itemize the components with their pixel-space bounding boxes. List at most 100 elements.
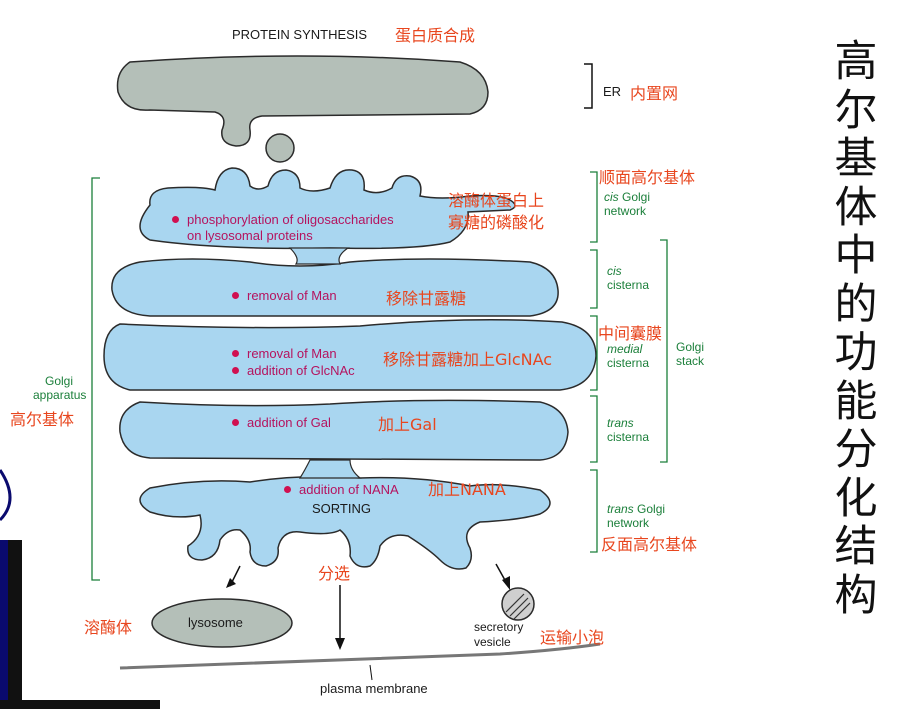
golgi-apparatus-line2: apparatus — [33, 388, 87, 402]
plasma-membrane-label: plasma membrane — [320, 681, 428, 696]
golgi-apparatus-label: Golgi apparatus — [33, 374, 87, 402]
arrowhead-lysosome — [226, 578, 236, 588]
secretory-line2: vesicle — [474, 635, 511, 649]
process-1-cn: 溶酶体蛋白上 寡糖的磷酸化 — [448, 190, 544, 234]
process-addition-gal: addition of Gal — [232, 415, 331, 430]
plasma-membrane-line — [119, 642, 601, 670]
stalk-1 — [288, 247, 350, 265]
medial-italic: medial — [607, 342, 643, 356]
process-1-cn-line2: 寡糖的磷酸化 — [448, 213, 545, 232]
process-3-cn: 移除甘露糖加上GlcNAc — [383, 350, 553, 369]
trans-network-bracket — [590, 469, 598, 553]
side-title-char: 能 — [834, 376, 878, 427]
side-title-char: 高 — [834, 37, 878, 87]
secretory-vesicle-label: secretory vesicle — [474, 620, 523, 650]
trans-network-line1: Golgi — [633, 502, 666, 516]
medial-cisterna-label: medial cisterna — [607, 342, 649, 370]
cis-golgi-network — [139, 167, 516, 250]
stalk-2 — [298, 459, 362, 479]
er-label: ER — [603, 84, 622, 99]
golgi-stack-label: Golgi stack — [676, 340, 704, 368]
side-title-char: 功 — [834, 328, 878, 378]
side-title-char: 体 — [834, 182, 878, 233]
process-5-cn: 加上NANA — [428, 480, 506, 499]
side-title-char: 中 — [834, 231, 878, 281]
process-3b-text: addition of GlcNAc — [247, 363, 355, 378]
cis-cisterna-line2: cisterna — [607, 278, 650, 292]
side-title-char: 分 — [834, 425, 878, 475]
process-dot — [232, 367, 239, 374]
cis-cisterna-bracket — [590, 249, 598, 309]
golgi-apparatus-bracket — [91, 177, 100, 581]
process-1-line1: phosphorylation of oligosaccharides — [187, 212, 394, 227]
er-cn: 内置网 — [630, 84, 679, 103]
lysosome-label: lysosome — [188, 615, 243, 630]
membrane-leader — [369, 664, 373, 681]
process-dot — [232, 350, 239, 357]
process-2-text: removal of Man — [247, 288, 337, 303]
left-arc — [0, 469, 12, 522]
lysosome-shape — [151, 598, 293, 648]
trans-network-italic: trans — [607, 502, 634, 516]
side-title-char: 尔 — [834, 85, 878, 136]
side-title-char: 构 — [834, 570, 878, 621]
process-1-line2: on lysosomal proteins — [187, 228, 313, 243]
secretory-vesicle-shape — [501, 587, 535, 621]
golgi-apparatus-cn: 高尔基体 — [10, 410, 75, 429]
cis-network-cn: 顺面高尔基体 — [599, 168, 696, 187]
cis-network-line2: network — [604, 204, 647, 218]
process-2-cn: 移除甘露糖 — [386, 289, 467, 308]
process-addition-nana: addition of NANA — [284, 482, 399, 497]
golgi-stack-line2: stack — [676, 354, 705, 368]
process-5-text: addition of NANA — [299, 482, 399, 497]
trans-cisterna-italic: trans — [607, 416, 634, 430]
secretory-line1: secretory — [474, 620, 524, 634]
protein-synthesis-cn: 蛋白质合成 — [395, 26, 476, 45]
side-title-char: 的 — [834, 279, 878, 330]
process-4-cn: 加上Gal — [378, 415, 437, 434]
trans-cisterna-label: trans cisterna — [607, 416, 649, 444]
arrowhead-vesicle — [502, 576, 510, 590]
left-dark-bar — [0, 540, 8, 709]
process-phosphorylation: phosphorylation of oligosaccharides on l… — [172, 212, 394, 244]
process-dot — [232, 292, 239, 299]
trans-network-line2: network — [607, 516, 650, 530]
process-3a-text: removal of Man — [247, 346, 337, 361]
process-medial: removal of Man addition of GlcNAc — [232, 345, 355, 379]
cis-network-line1: Golgi — [618, 190, 651, 204]
vesicle-hatch-3 — [513, 602, 531, 620]
er-bracket — [584, 63, 593, 109]
side-title-char: 基 — [834, 134, 878, 184]
protein-synthesis-label: PROTEIN SYNTHESIS — [232, 27, 368, 42]
side-title: 高 尔 基 体 中 的 功 能 分 化 结 构 — [826, 38, 886, 620]
process-dot — [284, 486, 291, 493]
er-shape — [116, 55, 489, 147]
process-removal-man-1: removal of Man — [232, 288, 337, 303]
cis-cisterna-label: cis cisterna — [607, 264, 649, 292]
cis-network-bracket — [590, 171, 598, 243]
process-1-cn-line1: 溶酶体蛋白上 — [448, 191, 545, 210]
cis-cisterna — [111, 258, 559, 317]
vesicle-hatch-1 — [505, 593, 525, 613]
medial-line2: cisterna — [607, 356, 650, 370]
left-black-bar — [8, 540, 22, 709]
trans-network-label: trans Golgi network — [607, 502, 665, 530]
lysosome-cn: 溶酶体 — [84, 618, 133, 637]
vesicle-hatch-2 — [509, 597, 529, 617]
side-title-char: 结 — [834, 522, 878, 572]
process-4-text: addition of Gal — [247, 415, 331, 430]
secretory-vesicle-cn: 运输小泡 — [540, 628, 605, 647]
medial-cn: 中间囊膜 — [598, 324, 663, 343]
golgi-stack-bracket — [660, 239, 668, 463]
trans-network-cn: 反面高尔基体 — [601, 535, 698, 554]
cis-cisterna-italic: cis — [607, 264, 622, 278]
trans-cisterna — [119, 399, 569, 461]
process-dot — [172, 216, 179, 223]
sorting-cn: 分选 — [318, 564, 351, 583]
er-vesicle — [265, 133, 295, 163]
golgi-stack-line1: Golgi — [676, 340, 705, 354]
trans-golgi-network — [139, 475, 551, 570]
cis-network-label: cis Golgi network — [604, 190, 650, 218]
sorting-label: SORTING — [312, 501, 371, 516]
